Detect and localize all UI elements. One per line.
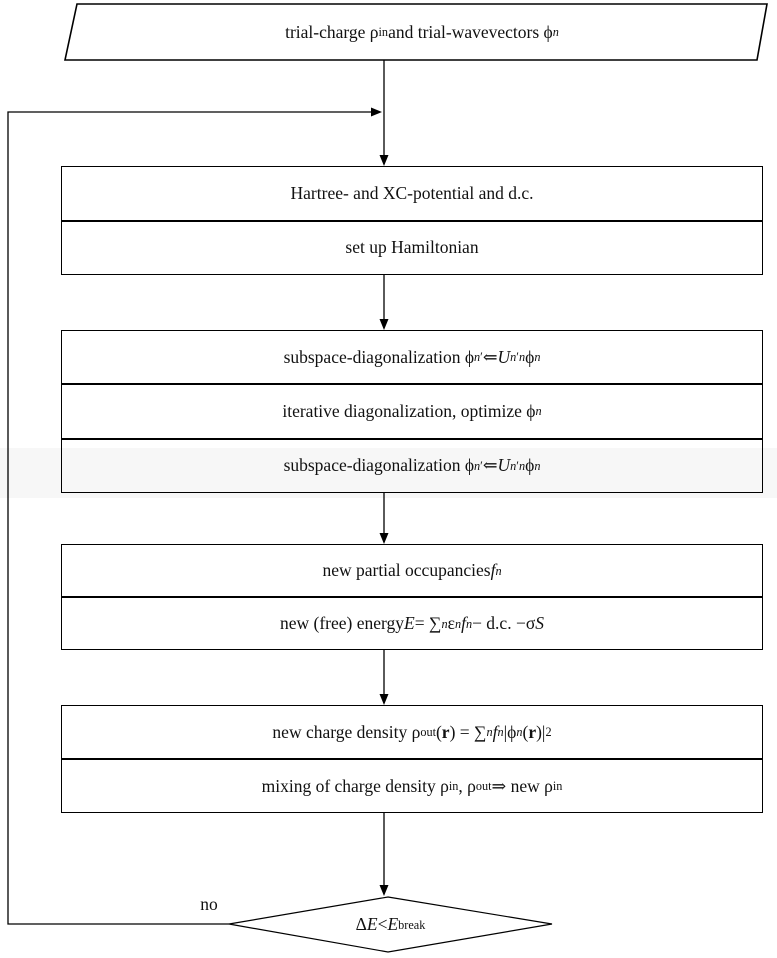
arrowhead-into-box2 [379,319,389,330]
arrowhead-loop-junction [371,107,382,117]
connector-no-loop [7,111,371,925]
row-hartree-xc-potential: Hartree- and XC-potential and d.c. [290,182,534,203]
arrowhead-into-box3 [379,533,389,544]
arrowhead-into-box1 [379,155,389,166]
box-potential-hamiltonian: Hartree- and XC-potential and d.c. set u… [61,166,763,275]
arrowhead-into-decision [379,885,389,896]
highlight-band [0,448,777,498]
row-setup-hamiltonian: set up Hamiltonian [62,219,762,275]
decision-diamond-outline [228,896,553,953]
no-branch-label: no [200,894,218,914]
start-parallelogram-outline [64,3,768,61]
arrowhead-into-box4 [379,694,389,705]
